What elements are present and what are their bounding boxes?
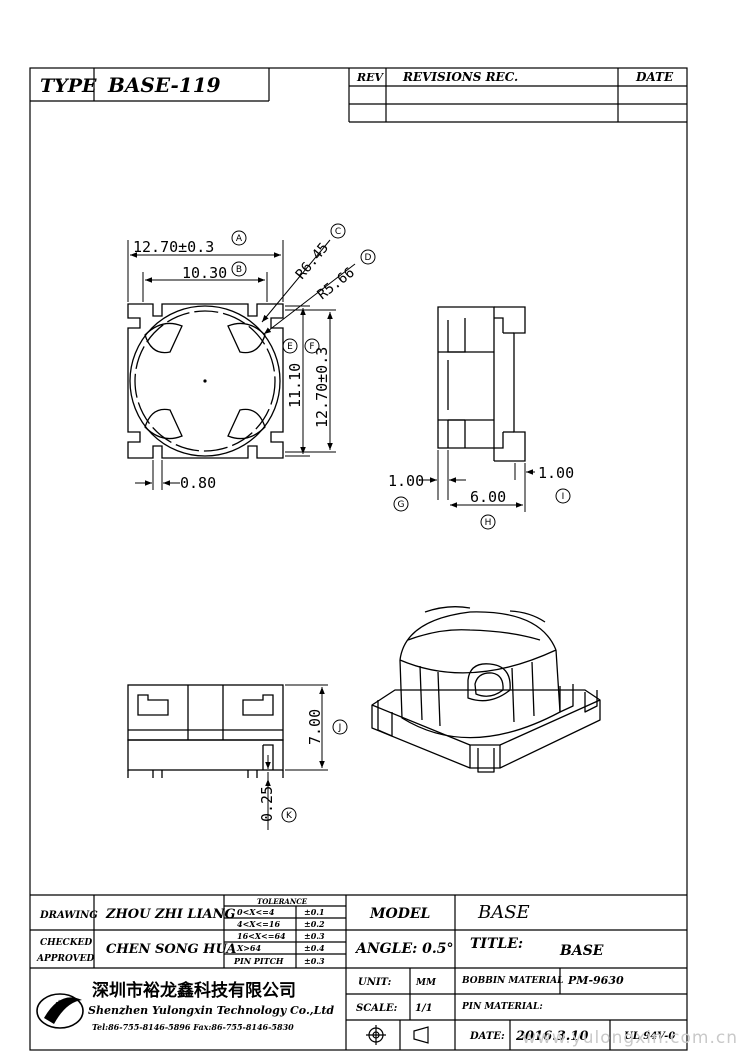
rev-label: REV [356, 71, 385, 84]
mark-e: E [287, 342, 293, 352]
angle-label: ANGLE: 0.5° [354, 941, 454, 957]
dim-e: 11.10 [286, 363, 304, 408]
company-contact: Tel:86-755-8146-5896 Fax:86-755-8146-583… [92, 1022, 294, 1032]
mark-a: A [236, 234, 243, 244]
dim-0-80: 0.80 [180, 474, 216, 492]
svg-text:★: ★ [55, 999, 63, 1009]
tolerance-table: 0<X<=4 ±0.1 4<X<=16 ±0.2 16<X<=64 ±0.3 X… [233, 907, 325, 966]
watermark: www.yulongxin.com.cn [522, 1028, 738, 1048]
scale-label: SCALE: [356, 1003, 398, 1014]
model-label: MODEL [369, 906, 431, 922]
front-dim-text: 7.00 0.25 [258, 709, 324, 822]
type-value: BASE-119 [107, 73, 221, 97]
title-label: TITLE: [470, 936, 523, 952]
tol-range-3: X>64 [236, 943, 261, 953]
checked-label: CHECKED [40, 938, 92, 948]
tol-range-4: PIN PITCH [233, 956, 284, 966]
date-header-label: DATE [635, 70, 674, 84]
tol-value-4: ±0.3 [304, 956, 325, 966]
isometric-view [371, 606, 601, 773]
mark-c: C [335, 227, 341, 237]
tol-value-1: ±0.2 [304, 919, 325, 929]
date-value: 2016.3.10 [515, 1029, 588, 1044]
unit-value: MM [415, 978, 437, 988]
dim-f: 12.70±0.3 [313, 347, 331, 428]
tolerance-title: TOLERANCE [257, 897, 308, 906]
top-view [127, 303, 284, 459]
front-dimensions [265, 684, 328, 830]
drawing-label: DRAWING [39, 910, 98, 921]
dim-b: 10.30 [182, 264, 227, 282]
side-dimensions [420, 450, 535, 512]
mark-f: F [309, 342, 314, 352]
projection-symbol-icon [366, 1025, 429, 1045]
dim-j: 7.00 [306, 709, 324, 745]
tol-range-0: 0<X<=4 [237, 907, 275, 917]
mark-g: G [398, 500, 405, 510]
mark-h: H [485, 518, 492, 528]
mark-k: K [286, 811, 293, 821]
company-name-cn: 深圳市裕龙鑫科技有限公司 [92, 980, 296, 1001]
dim-c: R6.45 [293, 240, 332, 283]
title-value: BASE [559, 943, 604, 959]
ul-rating: UL 94V-0 [624, 1031, 675, 1042]
tol-range-2: 16<X<=64 [237, 931, 286, 941]
dim-k: 0.25 [258, 786, 276, 822]
top-dimensions [127, 239, 356, 490]
model-value: BASE [477, 902, 530, 923]
dim-a: 12.70±0.3 [133, 238, 214, 256]
top-dim-text: 12.70±0.3 10.30 R6.45 R5.66 11.10 12.70±… [133, 238, 358, 492]
side-dim-text: 1.00 6.00 1.00 [388, 464, 574, 506]
side-view [437, 306, 526, 462]
center-point [203, 379, 207, 383]
scale-value: 1/1 [415, 1003, 433, 1014]
mark-i: I [562, 492, 565, 502]
tol-value-0: ±0.1 [304, 907, 325, 917]
approved-label: APPROVED [36, 954, 95, 964]
dim-g: 1.00 [388, 472, 424, 490]
bobbin-value: PM-9630 [567, 974, 624, 987]
bobbin-label: BOBBIN MATERIAL [461, 976, 563, 986]
date-label: DATE: [469, 1031, 505, 1042]
tol-value-2: ±0.3 [304, 931, 325, 941]
checked-value: CHEN SONG HUA [106, 942, 236, 957]
pin-label: PIN MATERIAL: [461, 1002, 543, 1012]
title-block-lines [30, 894, 687, 1050]
dim-d: R5.66 [315, 265, 358, 304]
frame [29, 67, 688, 1051]
balloon-markers-front: J K [281, 719, 348, 823]
unit-label: UNIT: [358, 977, 392, 988]
tol-range-1: 4<X<=16 [237, 919, 280, 929]
dim-i: 1.00 [538, 464, 574, 482]
company-name-en: Shenzhen Yulongxin Technology Co.,Ltd [88, 1004, 334, 1017]
front-view [127, 684, 284, 778]
company-logo: ★ [36, 993, 84, 1029]
mark-j: J [338, 723, 342, 733]
dim-h: 6.00 [470, 488, 506, 506]
mark-d: D [365, 253, 372, 263]
balloon-markers-top: A B C D E F [231, 223, 376, 354]
balloon-markers-side: G H I [393, 488, 571, 530]
revisions-label: REVISIONS REC. [402, 70, 518, 84]
mark-b: B [236, 265, 242, 275]
tol-value-3: ±0.4 [304, 943, 325, 953]
drawing-value: ZHOU ZHI LIANG [105, 907, 236, 922]
type-label: TYPE [40, 75, 97, 97]
